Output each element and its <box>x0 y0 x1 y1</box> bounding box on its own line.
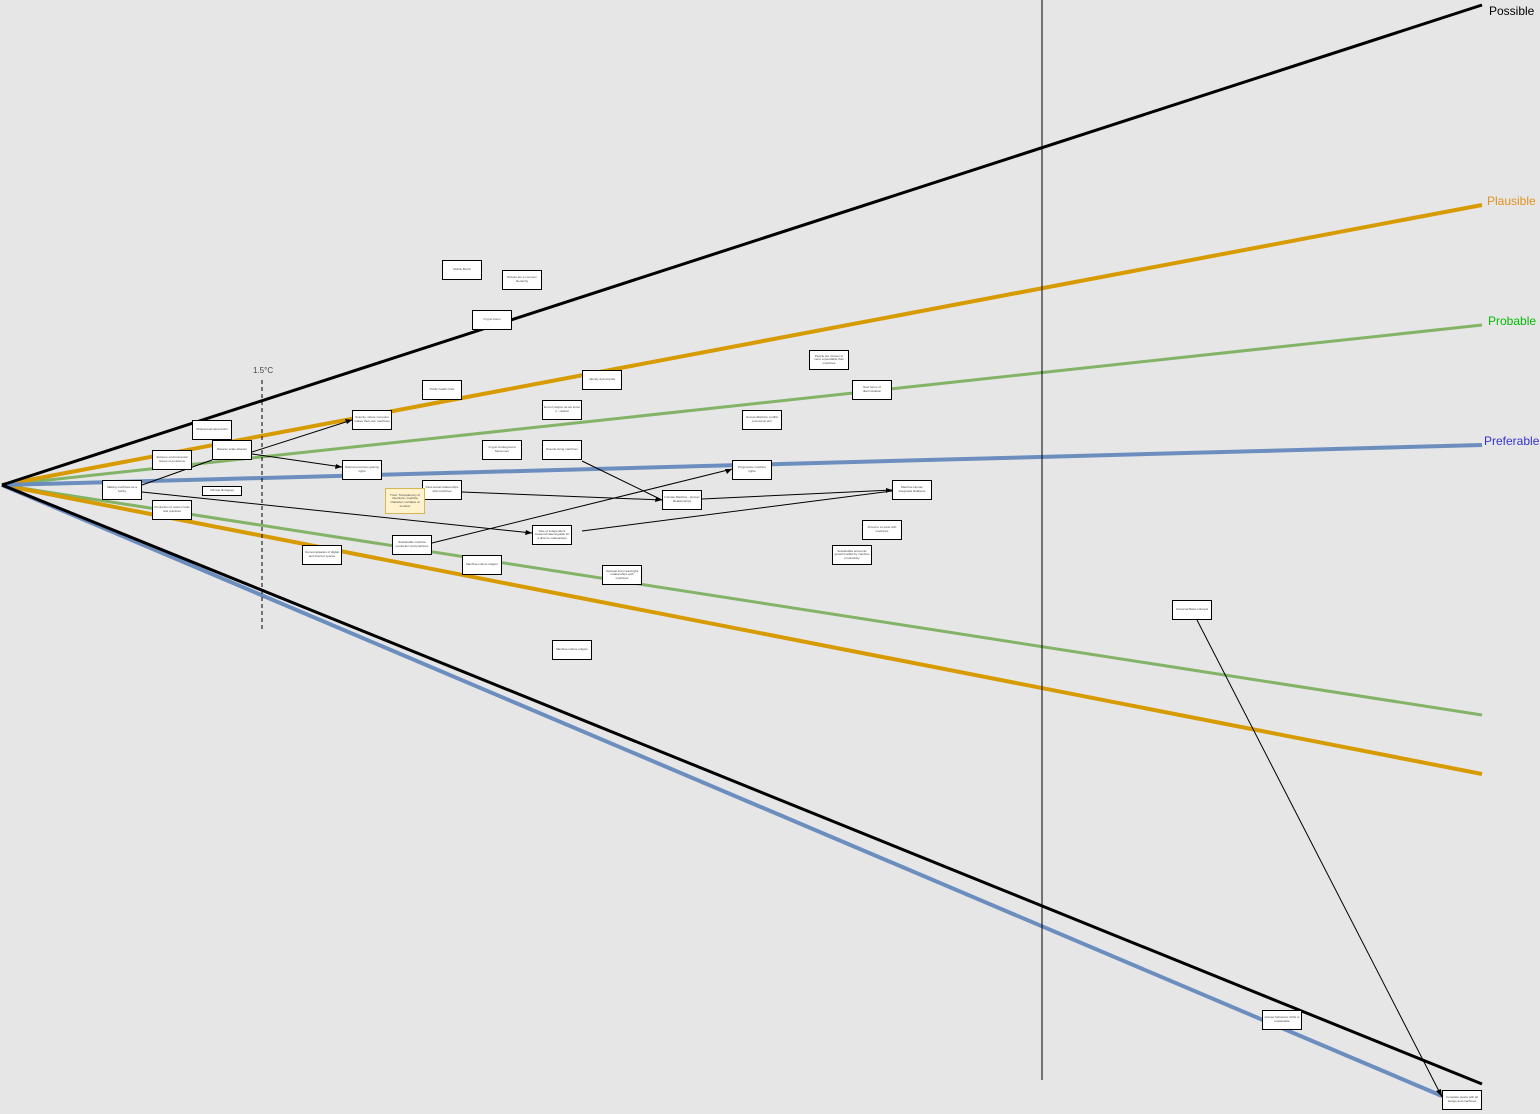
arrowhead <box>655 497 662 502</box>
connector <box>461 491 663 501</box>
scenario-node[interactable]: Climate Refugees <box>202 486 242 496</box>
scenario-node[interactable]: Making machines as a hobby <box>102 480 142 500</box>
scenario-node[interactable]: Spiritual and meaningful relationships w… <box>602 565 642 585</box>
scenario-node[interactable]: Universal Basic Lifestyle <box>1172 600 1212 620</box>
connector <box>251 453 343 468</box>
connector <box>581 490 893 532</box>
scenario-node[interactable]: Proud to co-exist with machines <box>862 520 902 540</box>
scenario-node[interactable]: Human behaviour shifts to sustainable <box>1262 1010 1302 1030</box>
scenario-node[interactable]: Scarcity: where computer makes their own… <box>352 410 392 430</box>
scenario-node[interactable]: Mobile Bomb <box>442 260 482 280</box>
scenario-node[interactable]: Para-social relationships with machines <box>422 480 462 500</box>
scenario-node[interactable]: Extreme environmental issues of emission… <box>152 450 192 470</box>
legend-possible: Possible <box>1489 4 1535 18</box>
scenario-node[interactable]: People are chosen to more expendable tha… <box>809 350 849 370</box>
scenario-node[interactable]: End of religion as we know it - radical <box>542 400 582 420</box>
legend-plausible: Plausible <box>1487 194 1536 208</box>
connector <box>141 491 533 534</box>
scenario-node[interactable]: Public health crisis <box>422 380 462 400</box>
scenario-node[interactable]: Massive scale disaster <box>212 440 252 460</box>
arrowhead <box>886 488 892 493</box>
scenario-node[interactable]: Identity dysmorphia <box>582 370 622 390</box>
connector <box>431 468 733 544</box>
scenario-node[interactable]: Machine-Human Integrated Relations <box>892 480 932 500</box>
connector <box>1196 619 1443 1098</box>
scenario-node[interactable]: Progressive machine rights <box>732 460 772 480</box>
legend-probable: Probable <box>1488 314 1537 328</box>
scenario-node[interactable]: Crypto Underground Movement <box>482 440 522 460</box>
scenario-node[interactable]: Production of custom tools and practices <box>152 500 192 520</box>
threshold-label: 1.5°C <box>253 366 274 375</box>
scenario-node[interactable]: Rise of independent creators/makers/guil… <box>532 525 572 545</box>
connector <box>581 460 663 501</box>
plausible-lower-line <box>1 483 1483 776</box>
scenario-node[interactable]: Human-Machine conflict (economic etc) <box>742 410 782 430</box>
arrowhead <box>345 419 352 424</box>
scenario-node[interactable]: Robots are a common hierarchy <box>502 270 542 290</box>
preferable-lower-line <box>1 483 1443 1098</box>
scenario-node[interactable]: Complete peace with all beings and machi… <box>1442 1090 1482 1110</box>
arrowhead <box>525 530 532 535</box>
scenario-node[interactable]: Machine-culture religion <box>552 640 592 660</box>
note-node[interactable]: Trust, Transparency of intentions, machi… <box>385 488 425 514</box>
scenario-node[interactable]: Widespread destruction <box>192 420 232 440</box>
arrowhead <box>1436 1089 1442 1097</box>
legend-preferable: Preferable <box>1484 434 1540 448</box>
scenario-node[interactable]: Natural resources gaining rights <box>342 460 382 480</box>
probable-lower-line <box>1 483 1483 717</box>
arrowhead <box>725 469 732 474</box>
connector <box>701 489 893 500</box>
scenario-node[interactable]: Sustainable machine production and pract… <box>392 535 432 555</box>
scenario-node[interactable]: Democratisation of digital and Internet … <box>302 545 342 565</box>
connector <box>141 459 213 486</box>
arrowhead <box>335 464 342 469</box>
possible-upper-line <box>1 3 1483 487</box>
scenario-node[interactable]: Machine-culture religion <box>462 555 502 575</box>
scenario-node[interactable]: Intimate Machine - Human Relationships <box>662 490 702 510</box>
scenario-node[interactable]: Pseudo-living machines <box>542 440 582 460</box>
scenario-node[interactable]: Crypto boom <box>472 310 512 330</box>
scenario-node[interactable]: New forms of discrimination <box>852 380 892 400</box>
plausible-upper-line <box>1 203 1483 487</box>
scenario-node[interactable]: Sustainable economic growth fuelled by m… <box>832 545 872 565</box>
possible-lower-line <box>1 483 1483 1086</box>
connector <box>251 419 353 453</box>
